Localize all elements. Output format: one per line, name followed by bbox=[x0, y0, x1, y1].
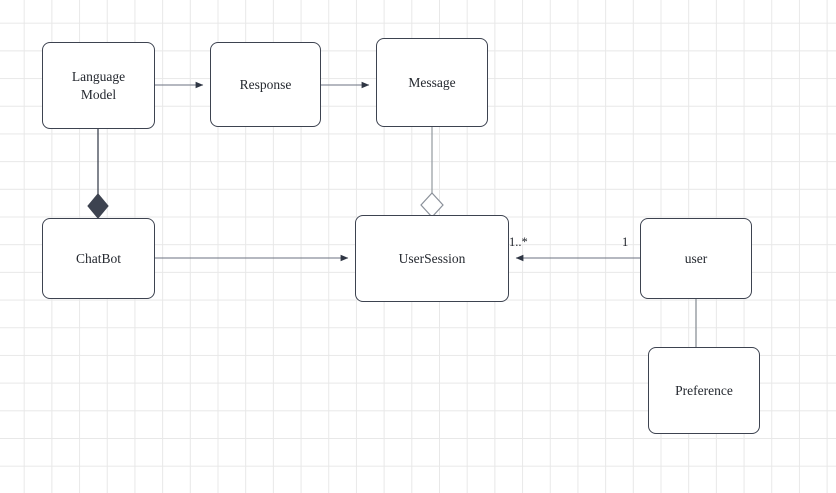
node-usersession-label: UserSession bbox=[398, 250, 466, 266]
node-language-model[interactable]: Language Model bbox=[42, 42, 155, 129]
node-preference[interactable]: Preference bbox=[648, 347, 760, 434]
node-message[interactable]: Message bbox=[376, 38, 488, 127]
filled-diamond-icon bbox=[87, 193, 109, 219]
node-chatbot[interactable]: ChatBot bbox=[42, 218, 155, 299]
multiplicity-label-one: 1 bbox=[622, 235, 629, 249]
node-response[interactable]: Response bbox=[210, 42, 321, 127]
edge-language-model-to-chatbot bbox=[87, 129, 109, 219]
node-message-label: Message bbox=[408, 74, 456, 90]
node-user-label: user bbox=[684, 250, 708, 266]
node-preference-label: Preference bbox=[675, 382, 733, 398]
node-language-model-label: Language Model bbox=[71, 68, 126, 102]
multiplicity-label-many: 1..* bbox=[509, 235, 528, 249]
node-response-label: Response bbox=[239, 76, 292, 92]
hollow-diamond-icon bbox=[420, 192, 444, 218]
edge-message-to-usersession bbox=[420, 127, 444, 218]
node-user[interactable]: user bbox=[640, 218, 752, 299]
node-usersession[interactable]: UserSession bbox=[355, 215, 509, 302]
node-chatbot-label: ChatBot bbox=[75, 250, 121, 266]
